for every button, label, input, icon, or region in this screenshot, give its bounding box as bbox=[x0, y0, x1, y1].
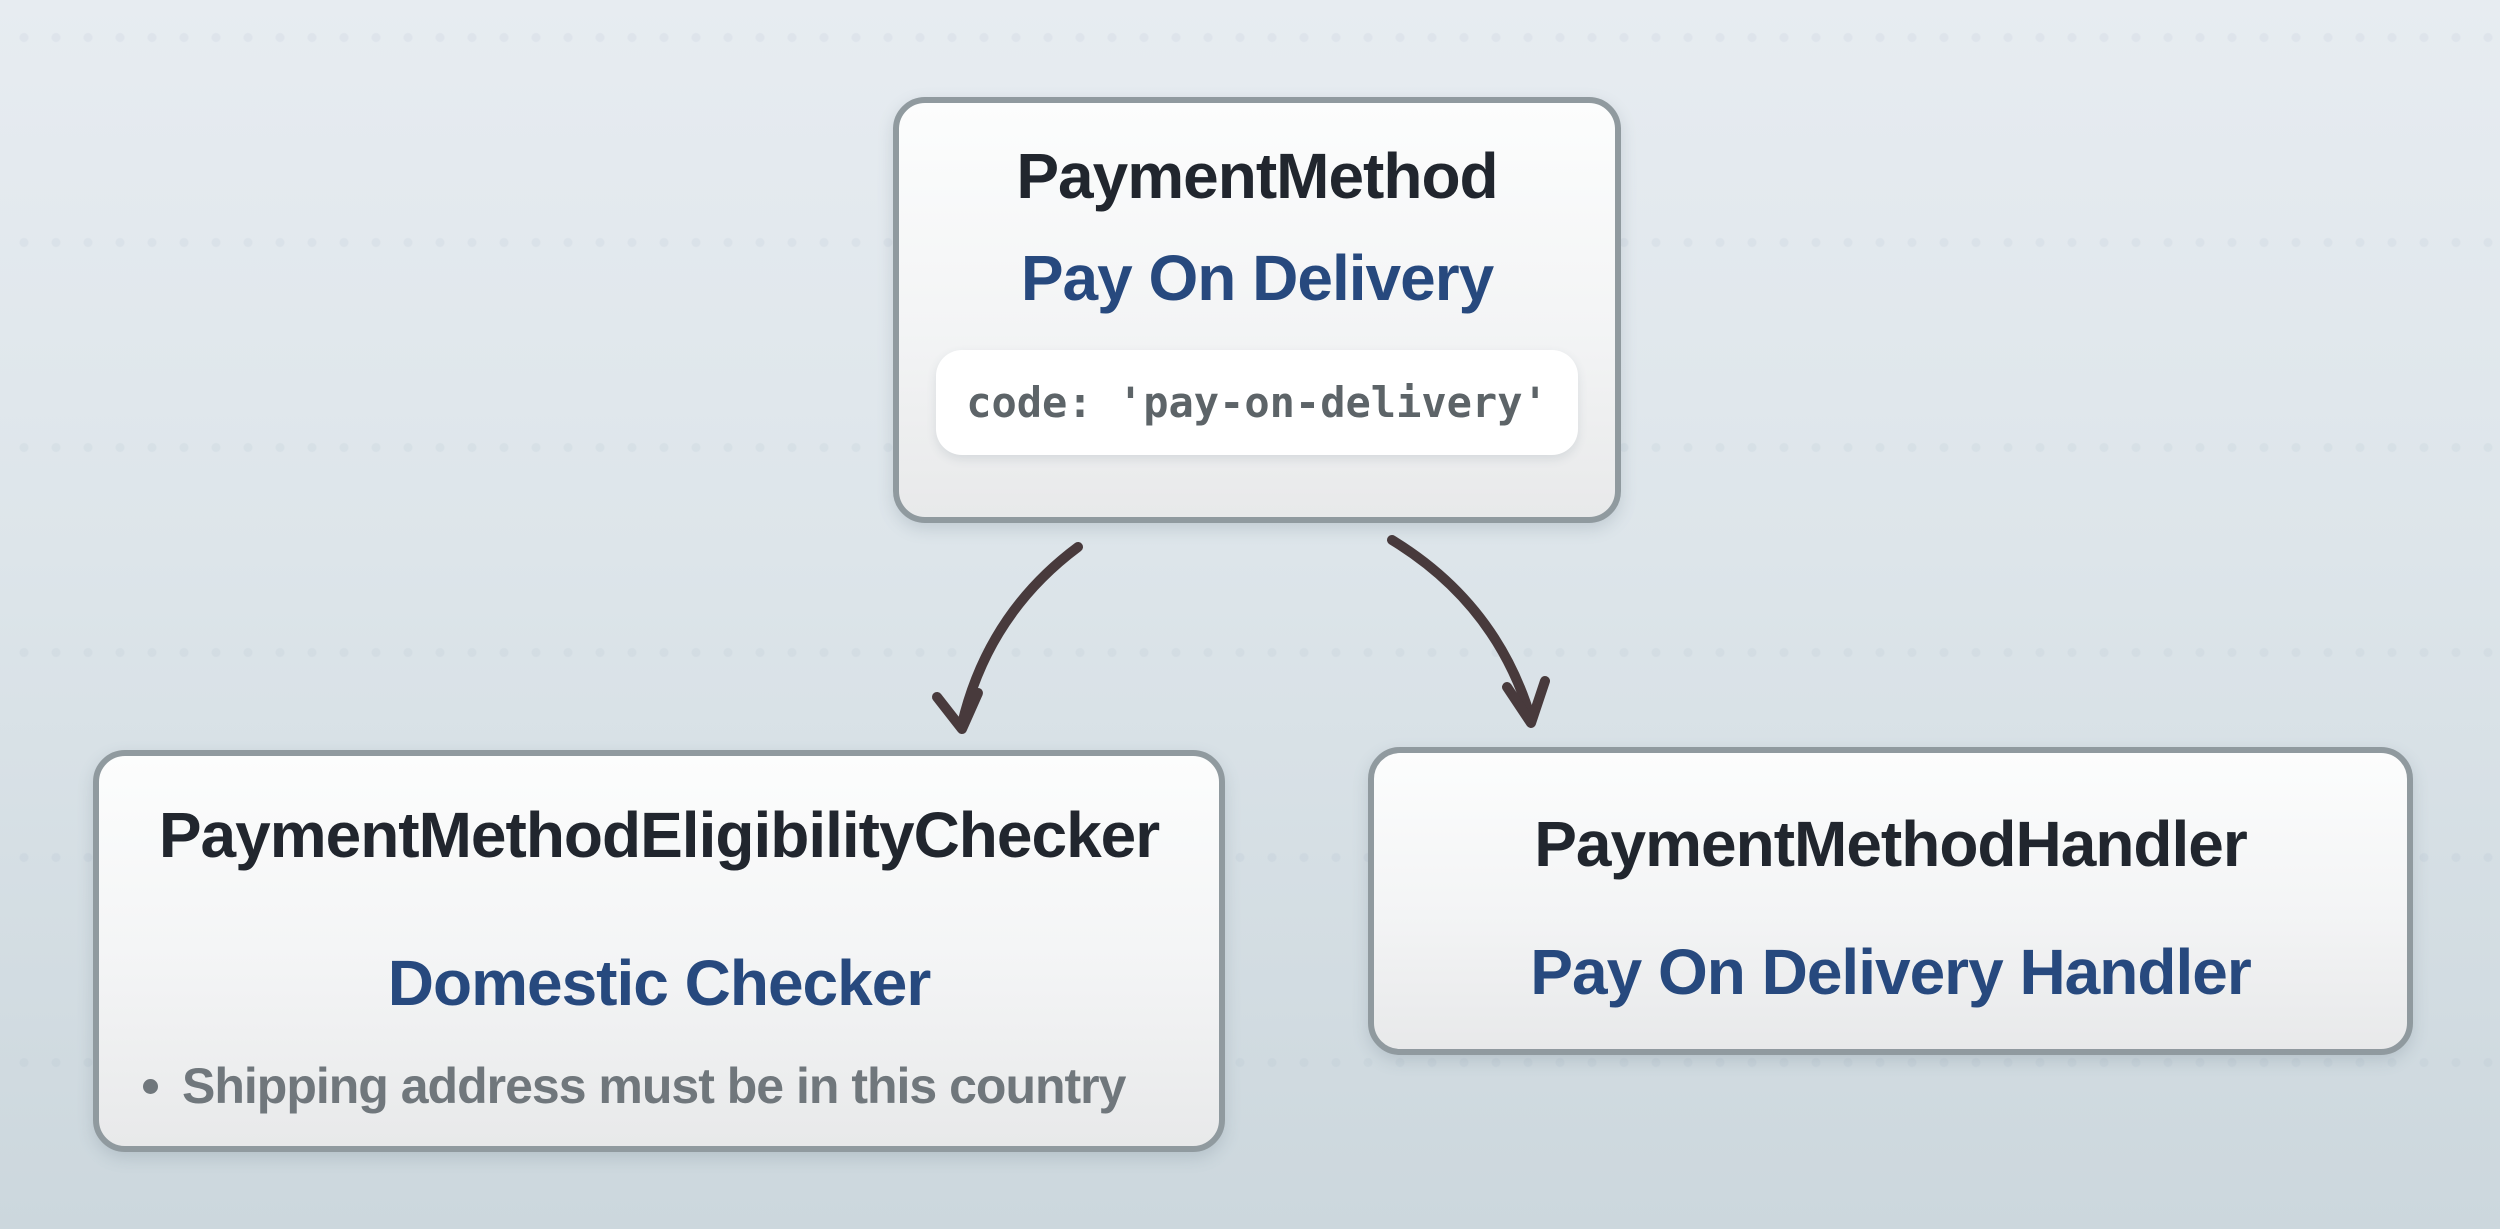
bullet-icon bbox=[143, 1079, 158, 1095]
eligibility-rule-text: Shipping address must be in this country bbox=[182, 1058, 1126, 1115]
handler-subtitle: Pay On Delivery Handler bbox=[1530, 935, 2251, 1008]
eligibility-rule-item: Shipping address must be in this country bbox=[99, 1058, 1126, 1115]
arrow-to-eligibility-checker bbox=[932, 542, 1083, 734]
payment-method-code: code: 'pay-on-delivery' bbox=[966, 378, 1548, 428]
payment-method-subtitle: Pay On Delivery bbox=[1020, 241, 1494, 314]
eligibility-checker-node: PaymentMethodEligibilityChecker Domestic… bbox=[93, 750, 1225, 1152]
handler-node: PaymentMethodHandler Pay On Delivery Han… bbox=[1368, 747, 2413, 1055]
payment-method-node: PaymentMethod Pay On Delivery code: 'pay… bbox=[893, 97, 1621, 523]
eligibility-checker-subtitle: Domestic Checker bbox=[387, 946, 931, 1019]
payment-method-title: PaymentMethod bbox=[1016, 140, 1498, 212]
handler-title: PaymentMethodHandler bbox=[1534, 808, 2248, 880]
payment-method-code-pill: code: 'pay-on-delivery' bbox=[936, 350, 1578, 456]
eligibility-checker-title: PaymentMethodEligibilityChecker bbox=[158, 799, 1160, 871]
arrow-to-handler bbox=[1387, 535, 1550, 728]
